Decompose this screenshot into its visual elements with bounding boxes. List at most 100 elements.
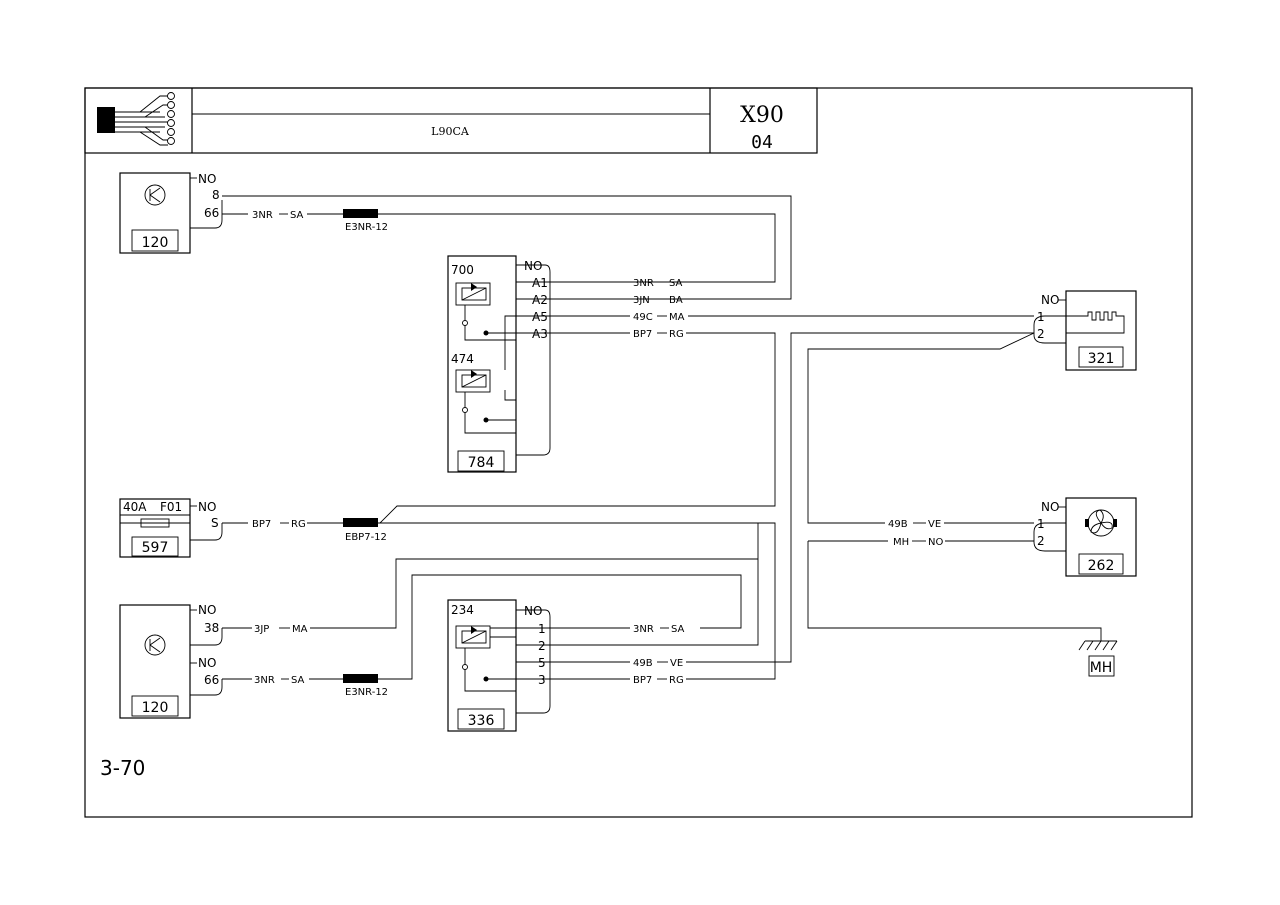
- pin-label: 66: [204, 206, 219, 220]
- wire-code: 49B: [888, 519, 908, 530]
- wire-pin66-bottom: [222, 574, 742, 680]
- wire-code: BP7: [252, 519, 271, 530]
- title-block: L90CA X90 04: [84, 87, 818, 154]
- relay-coil-icon: [455, 369, 516, 434]
- pin-label: NO: [198, 172, 216, 186]
- fuse-rating: 40A: [123, 500, 147, 514]
- pin-label: 2: [1037, 327, 1045, 341]
- wire-code: MH: [893, 537, 909, 548]
- wire-color: SA: [671, 624, 685, 635]
- fuse-id: F01: [160, 500, 182, 514]
- wire-336-pin5: [686, 332, 1034, 663]
- splice-label: E3NR-12: [345, 687, 388, 698]
- pin-label: NO: [1041, 293, 1059, 307]
- wire-code: 3NR: [633, 624, 654, 635]
- wire-color: VE: [928, 519, 941, 530]
- page-reference: 3-70: [100, 756, 145, 780]
- component-id: 120: [142, 700, 169, 716]
- pin-label: 8: [212, 188, 220, 202]
- relay-id: 700: [451, 263, 474, 277]
- wire-color: SA: [290, 210, 304, 221]
- component-id: 120: [142, 235, 169, 251]
- splice-connector: [343, 518, 378, 527]
- pin-label: 1: [538, 622, 546, 636]
- pin-label: NO: [524, 259, 542, 273]
- pin-label: 66: [204, 673, 219, 687]
- component-id: 336: [468, 713, 495, 729]
- wire-pin66-top: [222, 213, 776, 283]
- diagram-frame: [84, 87, 1193, 818]
- pin-label: 1: [1037, 310, 1045, 324]
- wire-code: 3JP: [254, 624, 269, 635]
- connector-harness-icon: [97, 92, 175, 146]
- component-120-top: 120 NO 8 66: [119, 172, 223, 254]
- wire-336-pin3: [686, 522, 776, 680]
- pin-label: A2: [532, 293, 548, 307]
- wire-color: BA: [669, 295, 683, 306]
- wire-code: 3JN: [633, 295, 650, 306]
- wire-code: 3NR: [252, 210, 273, 221]
- component-262: 262 NO 1 2: [1033, 497, 1137, 577]
- wire-color: SA: [669, 278, 683, 289]
- pin-label: NO: [198, 656, 216, 670]
- pin-label: NO: [1041, 500, 1059, 514]
- wire-code: 3NR: [633, 278, 654, 289]
- sensor-arrow-icon: [144, 184, 166, 206]
- splice-connector: [343, 674, 378, 683]
- title-code: L90CA: [431, 125, 470, 138]
- relay-id: 234: [451, 603, 474, 617]
- wire-color: SA: [291, 675, 305, 686]
- pin-label: NO: [524, 604, 542, 618]
- component-120-bottom: 120 NO 38 NO 66: [119, 603, 223, 719]
- wire-color: MA: [292, 624, 308, 635]
- component-id: 262: [1088, 558, 1115, 574]
- heating-element-icon: [1066, 311, 1125, 334]
- pin-label: A3: [532, 327, 548, 341]
- wire-pin38: [222, 558, 758, 629]
- wire-fuse-s: [222, 522, 759, 646]
- wire-color: VE: [670, 658, 683, 669]
- splice-label: EBP7-12: [345, 532, 387, 543]
- wire-pin8: [222, 195, 792, 300]
- ground-id: MH: [1090, 660, 1113, 676]
- revision-number: 04: [751, 132, 773, 153]
- wire-code: BP7: [633, 675, 652, 686]
- ground-icon: MH: [1078, 640, 1118, 677]
- wire-color: MA: [669, 312, 685, 323]
- pin-label: 1: [1037, 517, 1045, 531]
- relay-coil-icon: [455, 625, 516, 692]
- splice-label: E3NR-12: [345, 222, 388, 233]
- vehicle-code: X90: [740, 103, 784, 128]
- pin-label: 38: [204, 621, 219, 635]
- pin-label: 2: [1037, 534, 1045, 548]
- wire-code: BP7: [633, 329, 652, 340]
- splice-connector: [343, 209, 378, 218]
- wire-ground: [807, 541, 1102, 641]
- component-id: 784: [468, 455, 495, 471]
- component-336: 336 234 NO 1 2 5 3: [447, 599, 551, 732]
- pin-label: A5: [532, 310, 548, 324]
- relay-coil-icon: [455, 282, 516, 341]
- fan-motor-icon: [1085, 509, 1117, 537]
- wire-color: RG: [291, 519, 306, 530]
- pin-label: A1: [532, 276, 548, 290]
- component-597: 597 40A F01 NO S: [119, 498, 223, 558]
- pin-label: 5: [538, 656, 546, 670]
- component-784: 784 700 474 NO A1: [447, 255, 551, 473]
- wire-code: 49B: [633, 658, 653, 669]
- wire-color: RG: [669, 329, 684, 340]
- component-321: 321 NO 1 2: [1033, 290, 1137, 371]
- wire-code: 3NR: [254, 675, 275, 686]
- component-id: 597: [142, 540, 169, 556]
- wire-color: NO: [928, 537, 943, 548]
- sensor-arrow-icon: [144, 634, 166, 656]
- component-id: 321: [1088, 351, 1115, 367]
- pin-label: NO: [198, 603, 216, 617]
- relay-id: 474: [451, 352, 474, 366]
- pin-label: NO: [198, 500, 216, 514]
- pin-label: 3: [538, 673, 546, 687]
- wire-code: 49C: [633, 312, 653, 323]
- wire-color: RG: [669, 675, 684, 686]
- wire-321-pin2: [807, 332, 1035, 524]
